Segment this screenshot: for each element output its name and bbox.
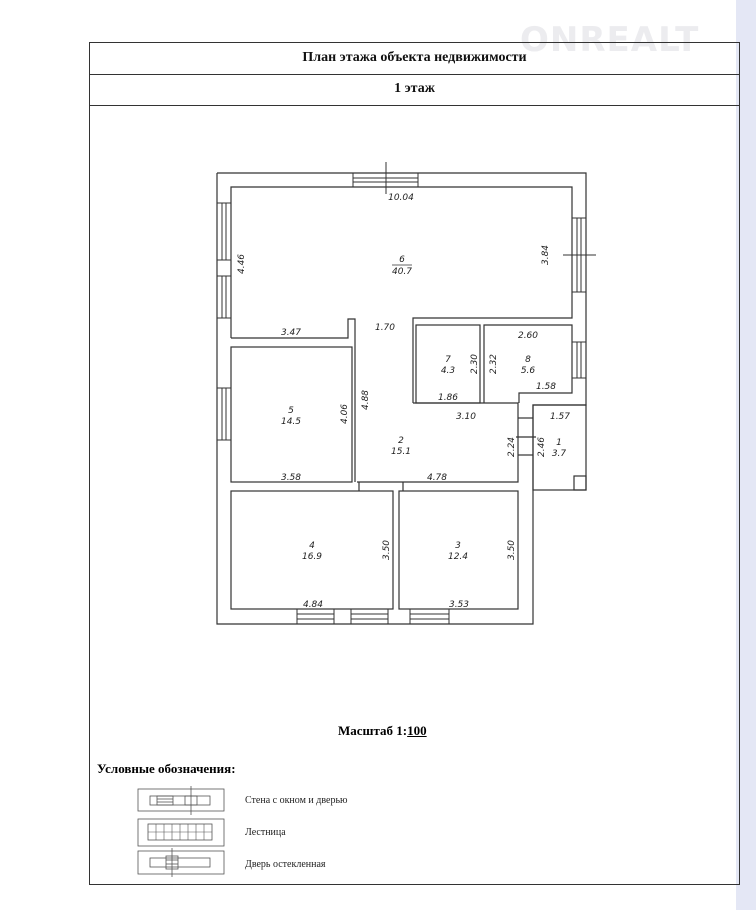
dimension: 2.46 [537,437,547,457]
room-2-area: 15.1 [391,447,411,457]
room-3-outline [398,490,519,610]
room-2-outline [357,402,519,483]
scale-value: 100 [407,723,427,738]
document-frame: План этажа объекта недвижимости 1 этаж [89,42,740,885]
room-7-area: 4.3 [441,366,456,376]
dimension: 4.84 [303,600,323,610]
room-5-area: 14.5 [281,417,301,427]
room-4-number: 4 [309,541,315,551]
legend-item-glazed-door: Дверь остекленная [245,859,326,870]
legend-item-wall-window-door: Стена с окном и дверью [245,795,348,806]
dimension: 1.58 [536,382,556,392]
legend-title: Условные обозначения: [97,761,236,776]
side-strip [736,0,756,910]
room-4-area: 16.9 [302,552,322,562]
dimension: 3.84 [541,245,551,265]
dimension: 2.24 [507,437,517,457]
room-2-number: 2 [398,436,404,446]
dimension: 1.70 [375,323,395,333]
legend-symbols [137,786,225,877]
dimension: 2.32 [489,354,499,374]
dimension: 3.58 [281,473,301,483]
dimension: 2.60 [518,331,538,341]
window-icon [216,162,596,625]
outer-wall [216,172,587,625]
room-1-area: 3.7 [552,449,567,459]
dimension: 10.04 [388,193,414,203]
dimension: 3.47 [281,328,301,338]
dimension: 4.46 [237,254,247,274]
dimension: 3.53 [449,600,469,610]
room-3-area: 12.4 [448,552,468,562]
room-8-number: 8 [525,355,531,365]
scale-prefix: Масштаб 1: [338,723,408,738]
dimension: 3.10 [456,412,476,422]
room-1-number: 1 [556,438,562,448]
room-7-number: 7 [445,355,451,365]
dimension: 3.50 [507,540,517,560]
dimension: 3.50 [382,540,392,560]
dimension: 2.30 [470,354,480,374]
room-6-area: 40.7 [392,267,412,277]
legend-item-stairs: Лестница [245,827,286,838]
room-3-number: 3 [455,541,461,551]
dimension: 4.06 [340,404,350,424]
scale-label: Масштаб 1:100 [338,723,445,739]
room-1-outline [532,404,587,491]
watermark: ONREALT [520,20,700,60]
dimension: 4.78 [427,473,447,483]
dimension: 1.57 [550,412,570,422]
room-5-number: 5 [288,406,294,416]
dimension: 1.86 [438,393,458,403]
floor-label: 1 этаж [90,74,739,106]
room-8-area: 5.6 [521,366,536,376]
room-6-number: 6 [399,255,405,265]
dimension: 4.88 [361,390,371,410]
document-title: План этажа объекта недвижимости [90,43,739,75]
